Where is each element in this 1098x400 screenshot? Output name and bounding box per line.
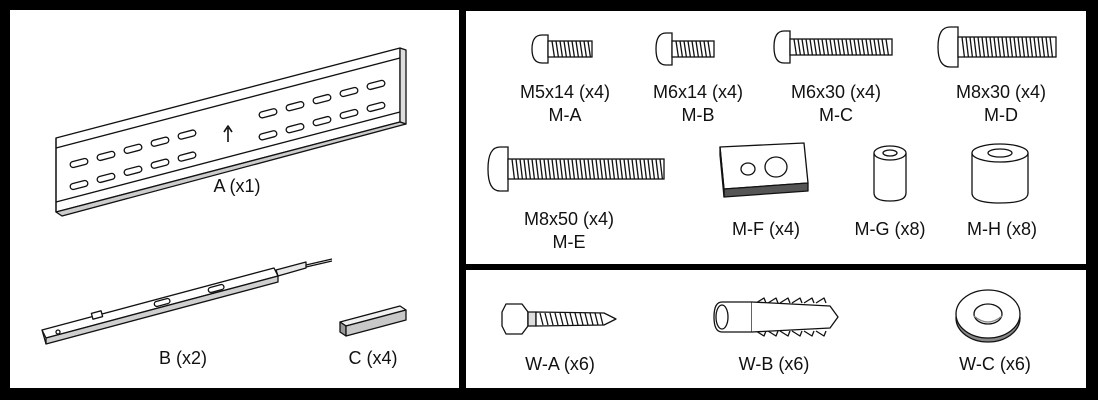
w-b-label: W-B (x6) [738,354,810,374]
m-d-code-label: M-D [984,105,1018,125]
m-e-code-label: M-E [552,232,586,252]
m-h-label: M-H (x8) [967,219,1037,239]
m-e-size-label: M8x50 (x4) [523,209,615,229]
adapter-arm-illustration [41,258,333,345]
spacer-m-g-illustration [873,145,907,202]
wall-plate-panel: A (x1) B (x2) C (x4) [10,10,459,388]
m-a-size-label: M5x14 (x4) [519,82,611,102]
m-d-size-label: M8x30 (x4) [955,82,1047,102]
w-a-label: W-A (x6) [525,354,595,374]
screw-m-b-illustration [655,32,715,66]
washer-w-c-illustration [955,289,1021,343]
wall-anchor-w-b-illustration [713,297,839,337]
screw-m-a-illustration [531,34,593,64]
m-b-size-label: M6x14 (x4) [652,82,744,102]
spacer-bar-illustration [339,305,407,337]
m-c-size-label: M6x30 (x4) [790,82,882,102]
m-g-label: M-G (x8) [854,219,926,239]
m-b-code-label: M-B [681,105,715,125]
washer-plate-m-f-illustration [719,142,809,198]
screw-m-c-illustration [773,30,893,64]
w-c-label: W-C (x6) [959,354,1031,374]
m-f-label: M-F (x4) [732,219,800,239]
spacer-m-h-illustration [971,143,1029,204]
part-b-label: B (x2) [158,348,208,368]
m-a-code-label: M-A [548,105,582,125]
part-a-label: A (x1) [213,176,261,196]
wall-plate-illustration [55,47,407,217]
lag-bolt-w-a-illustration [501,303,617,335]
screw-m-e-illustration [487,146,665,192]
screw-m-d-illustration [937,26,1057,68]
m-c-code-label: M-C [819,105,853,125]
part-c-label: C (x4) [348,348,398,368]
wall-hardware-panel: W-A (x6) W-B (x6) W-C (x6) [466,270,1086,388]
m-hardware-panel: M5x14 (x4) M-A M6x14 (x4) M-B M6x30 (x4)… [466,11,1086,264]
